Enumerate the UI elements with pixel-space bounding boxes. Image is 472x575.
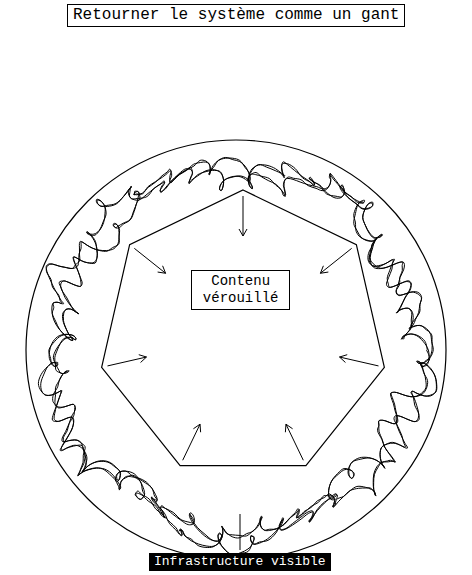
locked-content-box: Contenu vérouillé (191, 270, 290, 310)
inward-arrow (107, 355, 146, 366)
title-box: Retourner le système comme un gant (67, 4, 405, 27)
inward-arrow (285, 424, 303, 460)
arrow-shaft (107, 357, 146, 366)
arrow-head (139, 355, 147, 363)
scribble-band (38, 162, 436, 556)
inward-arrow (239, 196, 247, 236)
inward-arrow (134, 248, 165, 273)
arrow-shaft (340, 357, 379, 366)
arrow-shaft (243, 196, 244, 236)
arrow-head (193, 424, 200, 432)
leader-line (240, 514, 241, 550)
arrow-head (340, 355, 348, 363)
arrow-head (320, 266, 328, 273)
inward-arrow (320, 248, 351, 273)
arrow-shaft (183, 424, 200, 460)
arrow-shaft (134, 248, 165, 273)
scribble-band (46, 157, 433, 547)
node-text: Contenu vérouillé (202, 273, 279, 307)
arrow-shaft (320, 248, 351, 273)
arrow-head (285, 424, 292, 432)
callout-label: Infrastructure visible (149, 553, 331, 571)
outer-circle (26, 140, 446, 560)
arrow-shaft (286, 424, 303, 460)
inward-arrow (183, 424, 201, 460)
arrow-head (239, 229, 247, 236)
heptagon (102, 190, 385, 466)
inward-arrow (340, 355, 379, 366)
arrow-head (158, 266, 166, 273)
